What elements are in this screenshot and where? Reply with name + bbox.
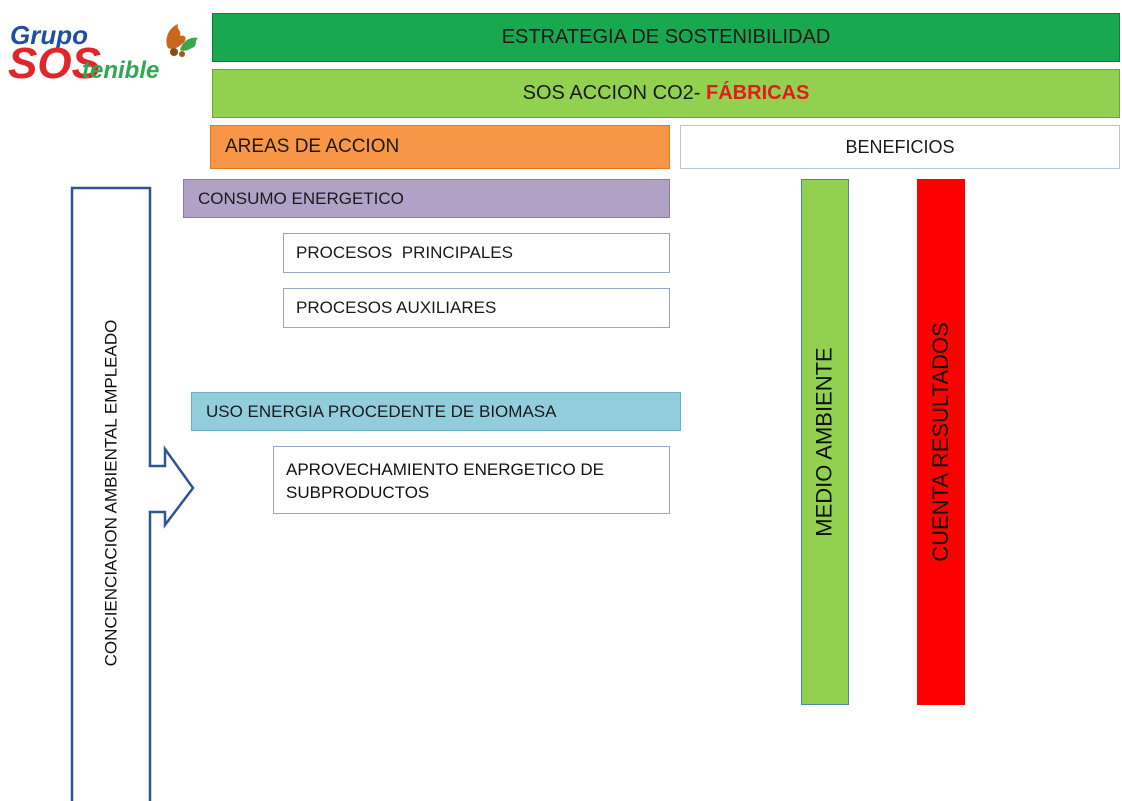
areas-header-label: AREAS DE ACCION bbox=[225, 136, 400, 157]
procesos-principales-label: PROCESOS PRINCIPALES bbox=[296, 243, 513, 262]
beneficios-header: BENEFICIOS bbox=[680, 125, 1120, 169]
subtitle-highlight: FÁBRICAS bbox=[706, 82, 810, 104]
uso-biomasa-box: USO ENERGIA PROCEDENTE DE BIOMASA bbox=[191, 392, 681, 431]
cuenta-resultados-bar: CUENTA RESULTADOS bbox=[917, 179, 965, 705]
medio-ambiente-label: MEDIO AMBIENTE bbox=[812, 347, 838, 537]
medio-ambiente-bar: MEDIO AMBIENTE bbox=[801, 179, 849, 705]
procesos-auxiliares-label: PROCESOS AUXILIARES bbox=[296, 298, 497, 317]
aprovechamiento-label: APROVECHAMIENTO ENERGETICO DE SUBPRODUCT… bbox=[286, 460, 605, 502]
beneficios-header-label: BENEFICIOS bbox=[845, 136, 955, 157]
uso-biomasa-label: USO ENERGIA PROCEDENTE DE BIOMASA bbox=[206, 401, 557, 421]
subtitle-prefix: SOS ACCION CO2- bbox=[522, 82, 707, 104]
cuenta-resultados-label: CUENTA RESULTADOS bbox=[928, 322, 953, 562]
procesos-principales-box: PROCESOS PRINCIPALES bbox=[283, 233, 670, 273]
strategy-title-bar: ESTRATEGIA DE SOSTENIBILIDAD bbox=[212, 13, 1120, 62]
oak-leaf-icon bbox=[166, 24, 198, 57]
logo-text-sos: SOS bbox=[8, 39, 101, 88]
strategy-title: ESTRATEGIA DE SOSTENIBILIDAD bbox=[501, 26, 831, 48]
consumo-label: CONSUMO ENERGETICO bbox=[198, 188, 404, 208]
action-subtitle-bar: SOS ACCION CO2- FÁBRICAS bbox=[212, 69, 1120, 118]
aprovechamiento-box: APROVECHAMIENTO ENERGETICO DE SUBPRODUCT… bbox=[273, 446, 670, 514]
logo-text-grupo: Grupo bbox=[10, 20, 88, 50]
areas-de-accion-header: AREAS DE ACCION bbox=[210, 125, 670, 169]
consumo-energetico-box: CONSUMO ENERGETICO bbox=[183, 179, 670, 218]
procesos-auxiliares-box: PROCESOS AUXILIARES bbox=[283, 288, 670, 328]
logo-text-tenible: tenible bbox=[82, 57, 160, 84]
concienciacion-label: CONCIENCIACION AMBIENTAL EMPLEADO bbox=[101, 319, 120, 667]
concienciacion-label-wrap: CONCIENCIACION AMBIENTAL EMPLEADO bbox=[72, 188, 150, 798]
